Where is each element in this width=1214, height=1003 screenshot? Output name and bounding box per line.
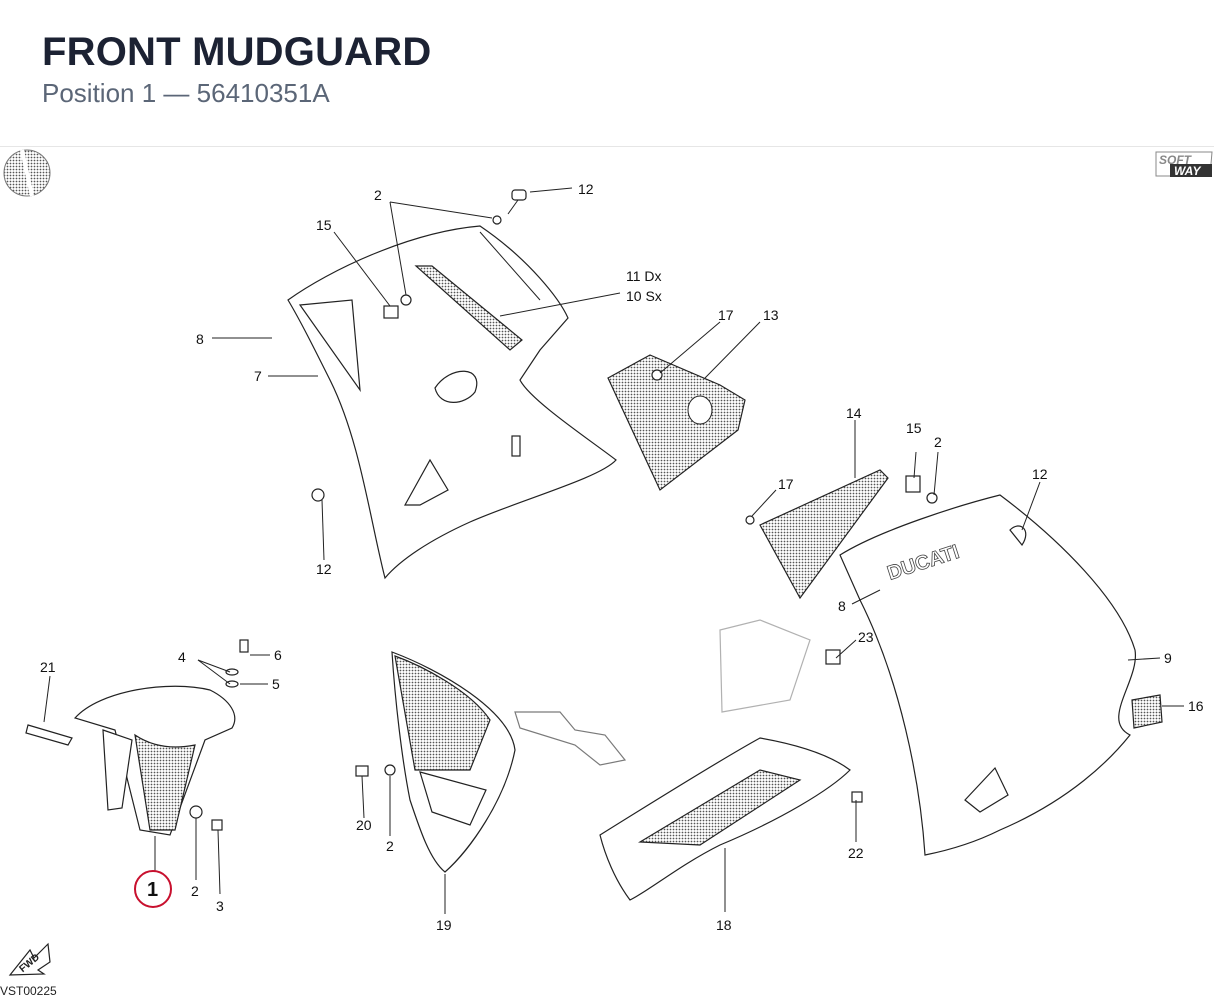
part-side-panel <box>391 651 516 873</box>
part-upper-fairing <box>287 225 617 580</box>
callout-2a: 2 <box>374 187 382 203</box>
callout-23: 23 <box>858 629 874 645</box>
header: FRONT MUDGUARD Position 1 — 56410351A <box>0 0 1214 147</box>
callout-15b: 15 <box>906 420 922 436</box>
callout-14: 14 <box>846 405 862 421</box>
callout-labels: 2 12 15 11 Dx 10 Sx 8 7 17 13 12 14 15 2… <box>40 181 1204 933</box>
separator: — <box>163 78 190 108</box>
part-triangle-panel <box>759 469 889 600</box>
callout-17a: 17 <box>718 307 734 323</box>
part-front-mudguard <box>73 685 236 836</box>
part-inner-panel <box>607 354 746 491</box>
callout-4: 4 <box>178 649 186 665</box>
softway-logo: SOFT WAY <box>1155 151 1213 178</box>
callout-5: 5 <box>272 676 280 692</box>
callout-18: 18 <box>716 917 732 933</box>
callout-12c: 12 <box>1032 466 1048 482</box>
callout-12b: 12 <box>316 561 332 577</box>
callout-17b: 17 <box>778 476 794 492</box>
part-strip <box>25 724 73 746</box>
callout-9: 9 <box>1164 650 1172 666</box>
fwd-arrow-icon: FWD <box>8 942 51 976</box>
callout-12a: 12 <box>578 181 594 197</box>
part-lower-fairing: DUCATI <box>839 494 1163 856</box>
callout-21: 21 <box>40 659 56 675</box>
brand-mark-icon <box>3 149 51 197</box>
exploded-parts-diagram: SOFT WAY DUCATI <box>3 149 1213 976</box>
callout-8b: 8 <box>838 598 846 614</box>
part-belly-pan <box>599 737 851 901</box>
callout-2c: 2 <box>386 838 394 854</box>
callout-6: 6 <box>274 647 282 663</box>
position-label: Position 1 <box>42 78 157 108</box>
callout-8a: 8 <box>196 331 204 347</box>
callout-15a: 15 <box>316 217 332 233</box>
callout-13: 13 <box>763 307 779 323</box>
part-number: 56410351A <box>196 78 330 108</box>
callout-7: 7 <box>254 368 262 384</box>
callout-3: 3 <box>216 898 224 914</box>
logo-line2: WAY <box>1174 164 1201 178</box>
leader-lines <box>43 187 1184 914</box>
page-title: FRONT MUDGUARD <box>42 30 432 74</box>
hardware-fasteners <box>189 189 1027 831</box>
highlight-callout-1[interactable]: 1 <box>134 870 172 908</box>
callout-11: 11 Dx <box>626 268 662 284</box>
callout-20: 20 <box>356 817 372 833</box>
callout-2b: 2 <box>934 434 942 450</box>
callout-22: 22 <box>848 845 864 861</box>
page-subtitle: Position 1 — 56410351A <box>42 78 330 109</box>
highlight-label: 1 <box>147 879 158 901</box>
part-bracket <box>514 619 811 766</box>
callout-16: 16 <box>1188 698 1204 714</box>
callout-19: 19 <box>436 917 452 933</box>
callout-10: 10 Sx <box>626 288 662 304</box>
callout-2d: 2 <box>191 883 199 899</box>
drawing-reference: VST00225 <box>0 984 57 998</box>
logo-line1: SOFT <box>1159 153 1193 167</box>
